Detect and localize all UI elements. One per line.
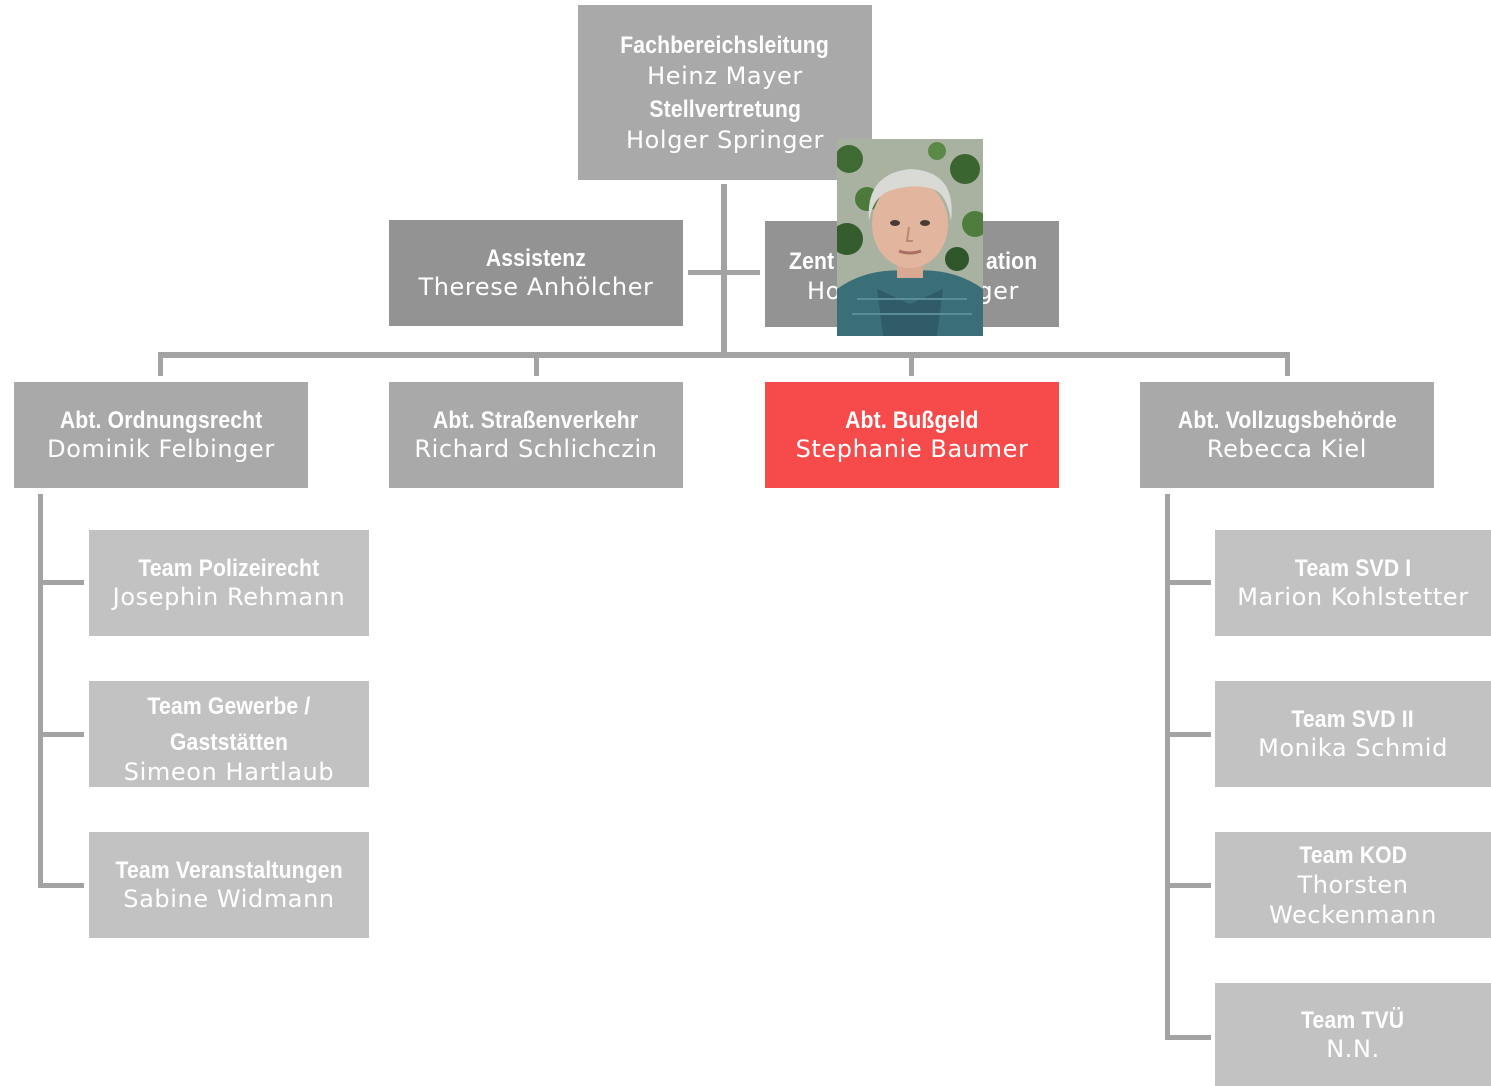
team-box-veranstaltungen: Team Veranstaltungen Sabine Widmann: [89, 832, 369, 938]
staff-title-start: Zent: [789, 248, 835, 275]
team-title: Team Polizeirecht: [138, 555, 320, 582]
staff-box-assistenz: Assistenz Therese Anhölcher: [389, 220, 683, 326]
dept-box-bussgeld-highlighted: Abt. Bußgeld Stephanie Baumer: [765, 382, 1059, 488]
team-box-gewerbe: Team Gewerbe / Gaststätten Simeon Hartla…: [89, 681, 369, 787]
dept-name: Richard Schlichczin: [414, 435, 658, 463]
connector-right-branch-2: [1165, 732, 1211, 737]
deputy-name: Holger Springer: [626, 125, 824, 154]
connector-drop-vollzug: [1285, 352, 1290, 376]
team-box-tvue: Team TVÜ N.N.: [1215, 983, 1491, 1086]
connector-left-vertical: [38, 494, 43, 888]
team-title: Team SVD I: [1294, 555, 1412, 582]
team-name: Marion Kohlstetter: [1237, 583, 1469, 611]
team-title: Team Veranstaltungen: [115, 857, 343, 884]
team-box-svd-2: Team SVD II Monika Schmid: [1215, 681, 1491, 787]
person-portrait-photo: [837, 139, 983, 336]
connector-right-branch-4: [1165, 1035, 1211, 1040]
team-title: Team KOD: [1299, 841, 1407, 869]
head-title: Fachbereichsleitung: [620, 31, 830, 59]
dept-title: Abt. Vollzugsbehörde: [1177, 407, 1397, 434]
dept-name: Stephanie Baumer: [795, 435, 1029, 463]
dept-title: Abt. Ordnungsrecht: [59, 407, 263, 434]
dept-box-vollzugsbehoerde: Abt. Vollzugsbehörde Rebecca Kiel: [1140, 382, 1434, 488]
connector-left-branch-2: [38, 732, 84, 737]
connector-staff: [688, 270, 760, 275]
connector-head-trunk: [721, 184, 727, 355]
dept-name: Rebecca Kiel: [1206, 435, 1368, 463]
connector-departments-bar: [158, 352, 1290, 358]
team-name: N.N.: [1326, 1034, 1380, 1063]
staff-title: Assistenz: [485, 245, 587, 272]
dept-name: Dominik Felbinger: [47, 435, 275, 463]
dept-box-strassenverkehr: Abt. Straßenverkehr Richard Schlichczin: [389, 382, 683, 488]
portrait-graphic: [837, 139, 983, 336]
connector-right-branch-1: [1165, 580, 1211, 585]
team-box-kod: Team KOD Thorsten Weckenmann: [1215, 832, 1491, 938]
team-name: Thorsten Weckenmann: [1269, 870, 1437, 929]
team-box-svd-1: Team SVD I Marion Kohlstetter: [1215, 530, 1491, 636]
team-name: Josephin Rehmann: [112, 583, 346, 611]
dept-box-ordnungsrecht: Abt. Ordnungsrecht Dominik Felbinger: [14, 382, 308, 488]
head-box: Fachbereichsleitung Heinz Mayer Stellver…: [578, 5, 872, 180]
staff-name-end: ger: [977, 277, 1019, 305]
team-title: Team Gewerbe / Gaststätten: [147, 693, 311, 756]
connector-drop-strassenverkehr: [534, 352, 539, 376]
staff-name: Therese Anhölcher: [418, 273, 654, 301]
deputy-title: Stellvertretung: [649, 95, 801, 123]
team-title: Team TVÜ: [1301, 1006, 1405, 1034]
connector-right-branch-3: [1165, 883, 1211, 888]
staff-title-end: ation: [985, 248, 1037, 275]
connector-left-branch-3: [38, 883, 84, 888]
connector-drop-bussgeld: [909, 352, 914, 376]
connector-left-branch-1: [38, 580, 84, 585]
dept-title: Abt. Bußgeld: [845, 407, 979, 434]
staff-name-start: Ho: [807, 277, 841, 305]
team-name: Sabine Widmann: [123, 885, 335, 913]
dept-title: Abt. Straßenverkehr: [433, 407, 639, 434]
team-name: Monika Schmid: [1258, 734, 1448, 762]
team-title: Team SVD II: [1291, 706, 1415, 733]
team-box-polizeirecht: Team Polizeirecht Josephin Rehmann: [89, 530, 369, 636]
team-name: Simeon Hartlaub: [123, 758, 335, 786]
head-name: Heinz Mayer: [647, 61, 803, 90]
connector-drop-ordnungsrecht: [158, 352, 163, 376]
connector-right-vertical: [1165, 494, 1170, 1040]
